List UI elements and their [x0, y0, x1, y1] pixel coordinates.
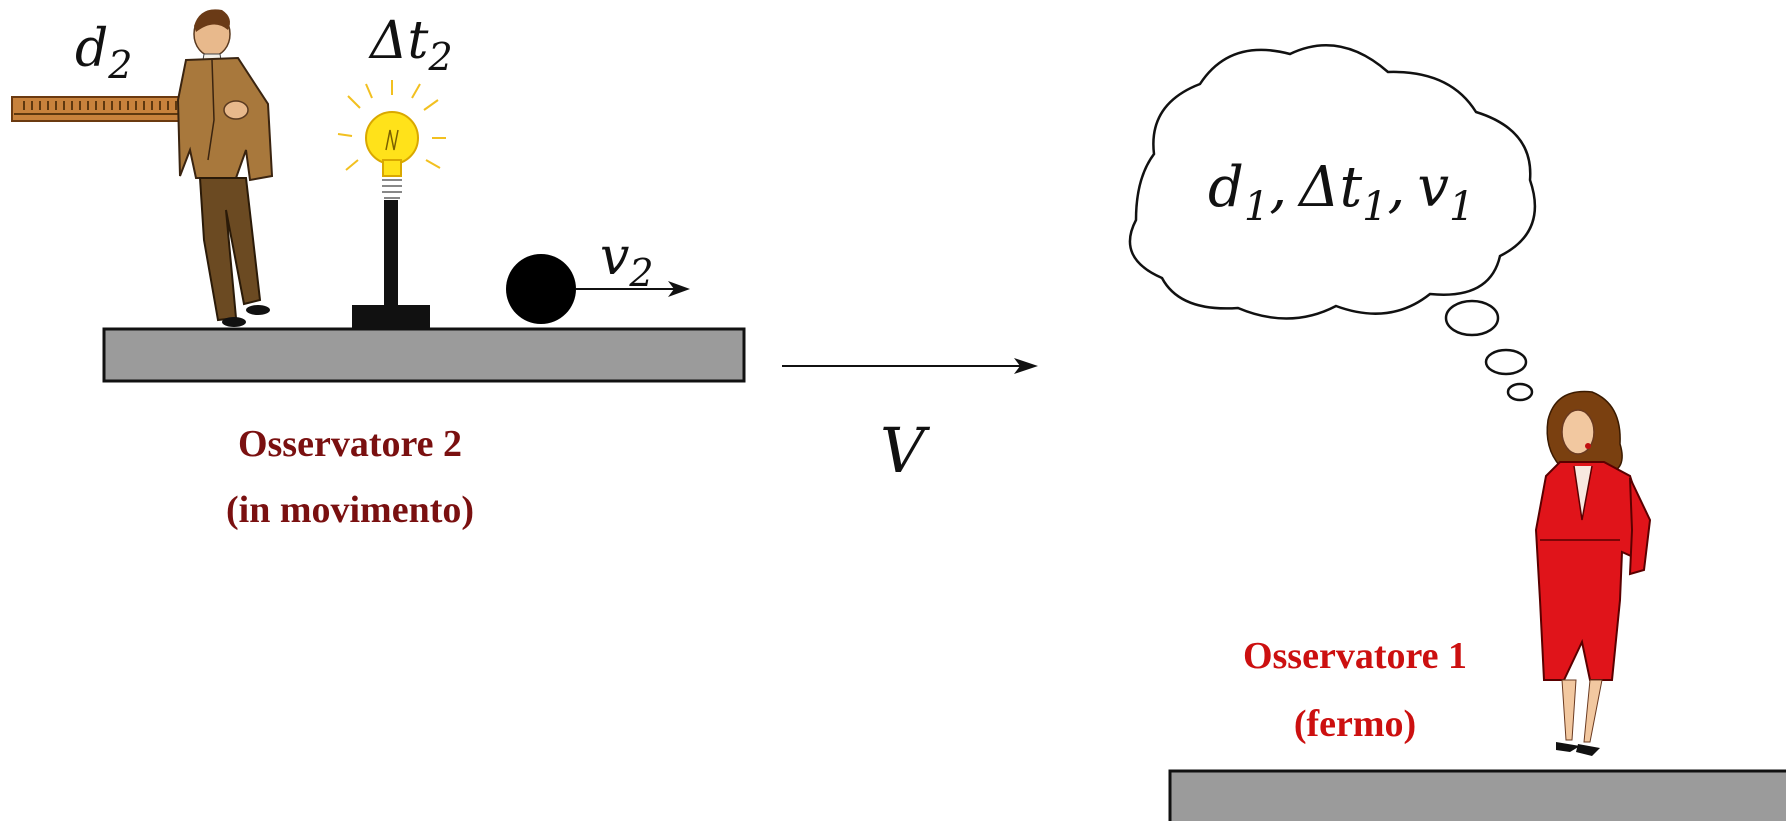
observer-2-figure: [11, 9, 274, 327]
lamp: [337, 80, 446, 329]
stationary-platform: [1168, 769, 1786, 821]
observer-2-title: Osservatore 2: [238, 423, 462, 465]
length-label-2: d2: [75, 19, 132, 87]
thought-bubble: [1128, 44, 1537, 402]
velocity-label-2: v2: [600, 227, 654, 295]
observer-1-figure: [1534, 390, 1652, 756]
time-label-2: Δt2: [368, 11, 453, 79]
observer-1-title: Osservatore 1: [1243, 635, 1467, 677]
ball: [506, 254, 576, 324]
thought-quantities: d1,Δt1,v1: [1208, 155, 1474, 230]
moving-platform: [102, 327, 746, 383]
observer-2-subtitle: (in movimento): [226, 489, 474, 531]
lamp-rays-icon: [337, 80, 446, 171]
frame-velocity-label: V: [880, 414, 931, 487]
observer-1-subtitle: (fermo): [1294, 703, 1416, 745]
